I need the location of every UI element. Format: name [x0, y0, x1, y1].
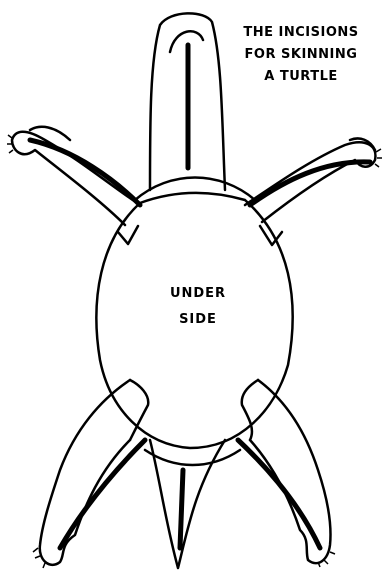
lower-rim [145, 450, 240, 465]
tail-incision [180, 470, 183, 548]
left-shoulder-notch [118, 226, 138, 244]
right-foreleg-inner [350, 138, 375, 150]
right-foreleg-outline [245, 142, 375, 222]
left-foreleg-incision [30, 140, 140, 205]
title-line-2: FOR SKINNING [226, 44, 376, 66]
diagram-title: THE INCISIONS FOR SKINNING A TURTLE [226, 22, 376, 88]
left-foreleg-outline [12, 132, 140, 225]
left-foreleg-inner [30, 127, 70, 140]
body-label-line-2: SIDE [148, 307, 248, 333]
right-foreleg-incision [250, 162, 370, 205]
title-line-1: THE INCISIONS [226, 22, 376, 44]
left-hindleg-knee [130, 380, 148, 440]
right-hindleg-incision [238, 440, 320, 548]
body-label: UNDER SIDE [148, 281, 248, 333]
title-line-3: A TURTLE [226, 66, 376, 88]
right-hindleg-outline [250, 380, 331, 563]
body-label-line-1: UNDER [148, 281, 248, 307]
left-hindleg-incision [60, 440, 145, 548]
